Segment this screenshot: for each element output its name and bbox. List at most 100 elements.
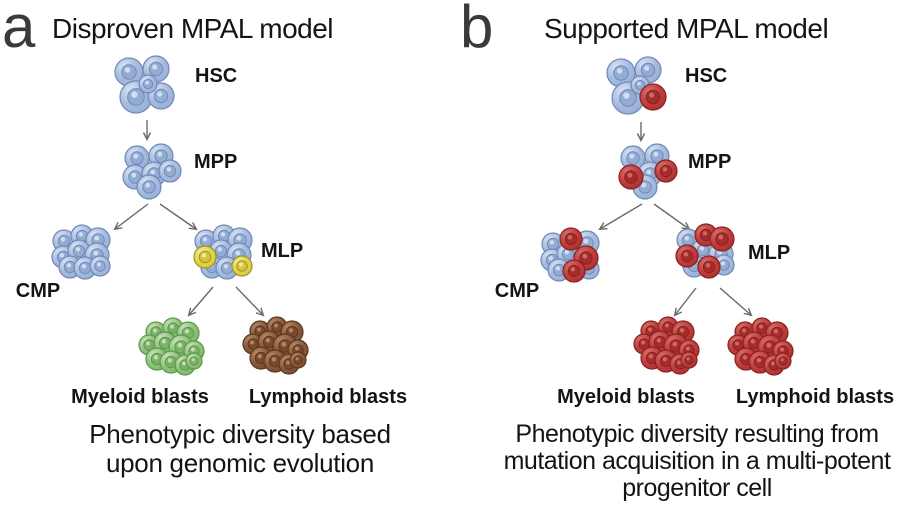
- myeloid-blasts-cell-cluster: [633, 316, 700, 375]
- cell-circle: [771, 361, 775, 366]
- cell-circle: [166, 167, 172, 172]
- cell-circle: [236, 235, 242, 241]
- cell-circle: [145, 182, 151, 188]
- cell-circle: [780, 347, 784, 352]
- cell-circle: [759, 324, 763, 329]
- cell-circle: [662, 357, 668, 362]
- cell-circle: [549, 240, 555, 245]
- cell-circle: [742, 328, 746, 333]
- cell-circle: [288, 328, 294, 333]
- myeloid-blasts-label: Myeloid blasts: [71, 386, 209, 408]
- cell-circle: [167, 358, 173, 363]
- cell-circle: [81, 264, 87, 269]
- cell-circle: [145, 80, 149, 85]
- cell-circle: [94, 235, 100, 241]
- cell-circle: [295, 357, 299, 361]
- cell-circle: [564, 250, 570, 255]
- cell-circle: [548, 256, 554, 261]
- cell-circle: [265, 338, 271, 343]
- cell-circle: [131, 91, 138, 98]
- panel-b-caption: Phenotypic diversity resulting from muta…: [478, 421, 916, 502]
- panel-b-title: Supported MPAL model: [544, 13, 829, 44]
- cell-circle: [686, 357, 690, 361]
- cell-circle: [257, 327, 261, 332]
- caption-line: Phenotypic diversity based: [89, 419, 391, 449]
- cell-circle: [756, 358, 762, 363]
- mlp-cell-cluster: [675, 223, 735, 279]
- lymphoid-blasts-cell-cluster: [242, 316, 309, 375]
- mlp-cell-cluster: [193, 224, 253, 280]
- cell-circle: [656, 338, 662, 343]
- cell-circle: [157, 91, 163, 97]
- panel-b: b Supported MPAL model HSC MPP CMP MLP M…: [458, 0, 916, 505]
- cell-circle: [718, 234, 724, 240]
- cell-circle: [295, 346, 299, 351]
- cell-circle: [750, 339, 756, 344]
- cell-circle: [60, 237, 66, 242]
- cell-circle: [191, 358, 195, 362]
- caption-line: upon genomic evolution: [105, 448, 375, 478]
- cell-circle: [780, 358, 784, 362]
- cell-circle: [75, 247, 81, 252]
- cell-circle: [627, 172, 633, 178]
- panel-a-lineage-diagram: HSC MPP CMP MLP Myeloid blasts Lymphoid …: [16, 55, 407, 408]
- caption-line: mutation acquisition in a multi-potent: [503, 447, 891, 475]
- cell-circle: [721, 261, 725, 266]
- cell-circle: [153, 328, 157, 333]
- cell-circle: [257, 354, 263, 359]
- cell-circle: [157, 151, 163, 157]
- cell-circle: [570, 267, 576, 272]
- cmp-cell-cluster: [540, 227, 600, 283]
- arrow-mlp-to-myeloid: [189, 286, 214, 315]
- cell-circle: [235, 250, 241, 256]
- arrow-mpp-to-cmp: [600, 203, 643, 229]
- cell-circle: [683, 252, 689, 257]
- hsc-cell-cluster: [606, 56, 667, 115]
- hsc-label: HSC: [685, 65, 727, 87]
- cell-circle: [59, 253, 65, 258]
- cell-circle: [66, 263, 72, 268]
- cell-circle: [239, 262, 243, 267]
- cell-circle: [182, 361, 186, 366]
- hsc-label: HSC: [195, 65, 237, 87]
- panel-a-letter: a: [2, 0, 36, 60]
- panel-a: a Disproven MPAL model HSC MPP CMP MLP M…: [2, 0, 407, 478]
- cell-circle: [766, 342, 772, 348]
- cmp-label: CMP: [16, 280, 60, 302]
- arrow-mlp-to-lymphoid: [719, 287, 751, 315]
- mpp-label: MPP: [194, 151, 237, 173]
- myeloid-blasts-cell-cluster: [138, 317, 205, 376]
- lymphoid-blasts-label: Lymphoid blasts: [249, 386, 407, 408]
- cell-circle: [161, 339, 167, 344]
- cell-circle: [274, 323, 278, 328]
- mlp-label: MLP: [261, 240, 303, 262]
- cell-circle: [177, 342, 183, 348]
- cell-circle: [653, 151, 659, 157]
- cell-circle: [555, 266, 561, 271]
- cell-circle: [702, 231, 708, 236]
- arrow-mpp-to-mlp: [653, 203, 689, 229]
- panel-b-letter: b: [460, 0, 494, 60]
- cell-circle: [150, 169, 156, 175]
- caption-line: Phenotypic diversity resulting from: [515, 420, 879, 448]
- cell-circle: [644, 65, 650, 71]
- cell-circle: [131, 172, 137, 178]
- cell-circle: [641, 340, 645, 345]
- cell-circle: [184, 329, 190, 334]
- panel-b-lineage-diagram: HSC MPP CMP MLP Myeloid blasts Lymphoid …: [495, 56, 894, 408]
- cell-circle: [699, 246, 705, 251]
- cell-circle: [677, 360, 681, 365]
- cell-circle: [684, 236, 690, 241]
- cell-circle: [773, 329, 779, 334]
- mpp-label: MPP: [688, 151, 731, 173]
- hsc-cell-cluster: [114, 55, 175, 114]
- cell-circle: [583, 238, 589, 244]
- cell-circle: [191, 347, 195, 352]
- cell-circle: [223, 264, 229, 269]
- cell-circle: [662, 167, 668, 172]
- cell-circle: [705, 263, 711, 268]
- cell-circle: [271, 357, 277, 362]
- cell-circle: [124, 67, 131, 73]
- cell-circle: [648, 327, 652, 332]
